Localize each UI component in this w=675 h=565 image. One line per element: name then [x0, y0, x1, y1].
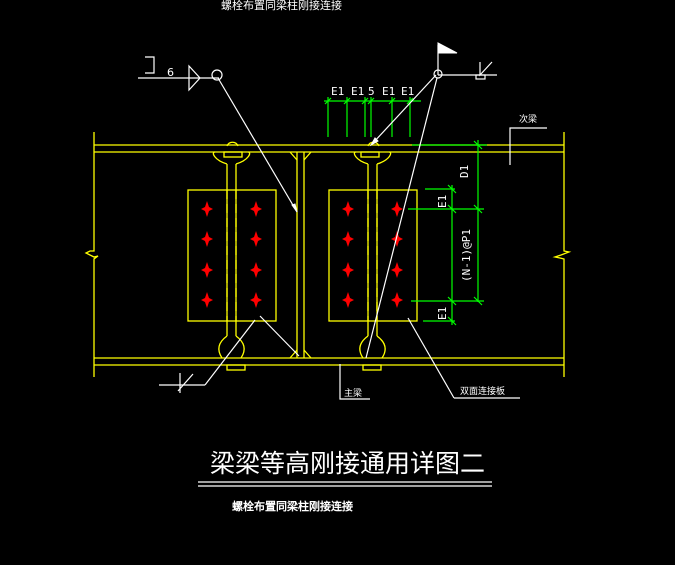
dimension-tick — [367, 97, 375, 105]
bolt-icon — [201, 231, 213, 247]
dimension-tick — [388, 97, 396, 105]
weld-bracket-icon — [145, 56, 155, 74]
dim-e1-4: E1 — [401, 85, 414, 98]
dim-e1-3: E1 — [382, 85, 395, 98]
double-plate-label: 双面连接板 — [460, 385, 505, 397]
bolt-icon — [391, 262, 403, 278]
main-beam-label: 主梁 — [344, 387, 362, 399]
dimension-tick — [324, 97, 332, 105]
fillet-weld-icon — [188, 64, 201, 92]
secondary-beam-label: 次梁 — [519, 113, 537, 125]
dim-5: 5 — [368, 85, 375, 98]
field-weld-flag-icon — [437, 42, 458, 54]
weld-size: 6 — [167, 66, 174, 79]
bolt-icon — [250, 231, 262, 247]
field-weld-symbol — [365, 42, 497, 359]
dim-e1-1: E1 — [331, 85, 344, 98]
bolt-icon — [342, 231, 354, 247]
dimension-tick — [343, 97, 351, 105]
bolt-icon — [342, 292, 354, 308]
dimension-tick — [361, 97, 369, 105]
right-connection — [328, 141, 418, 371]
bolt-icon — [250, 292, 262, 308]
double-plate-callout: 双面连接板 — [407, 317, 520, 399]
dim-pitch: (N-1)@P1 — [460, 229, 473, 282]
bolt-icon — [250, 262, 262, 278]
right-connection-plate — [328, 189, 418, 322]
dim-e1-2: E1 — [351, 85, 364, 98]
main-beam-callout: 主梁 — [339, 364, 370, 400]
bolt-icon — [391, 201, 403, 217]
bottom-weld-symbol — [159, 315, 300, 393]
weld-symbol: 6 — [138, 56, 298, 213]
dim-e1-bottom: E1 — [436, 307, 449, 320]
right-dimension-chain: D1 E1 (N-1)@P1 E1 — [408, 140, 487, 326]
main-beam — [84, 132, 572, 377]
dim-e1-top: E1 — [436, 195, 449, 208]
top-caption: 螺栓布置同梁柱刚接连接 — [221, 0, 342, 12]
dimension-tick — [406, 97, 414, 105]
bolt-icon — [391, 292, 403, 308]
bolt-icon — [342, 201, 354, 217]
main-beam-stiffener — [289, 151, 312, 359]
bolt-icon — [391, 231, 403, 247]
left-connection — [187, 141, 277, 371]
bolt-group — [201, 201, 403, 308]
bolt-icon — [201, 201, 213, 217]
top-dimension-chain: E1 E1 5 E1 E1 — [324, 85, 421, 137]
left-connection-plate — [187, 189, 277, 322]
secondary-beam-callout: 次梁 — [509, 113, 547, 165]
bolt-icon — [201, 262, 213, 278]
drawing-subtitle: 螺栓布置同梁柱刚接连接 — [232, 499, 353, 513]
weld-all-around-icon — [211, 69, 223, 81]
dim-d1: D1 — [458, 165, 471, 178]
drawing-title: 梁梁等高刚接通用详图二 — [210, 449, 485, 478]
bolt-icon — [250, 201, 262, 217]
bolt-icon — [201, 292, 213, 308]
bolt-icon — [342, 262, 354, 278]
left-break-line — [84, 132, 99, 377]
right-break-line — [552, 132, 572, 377]
